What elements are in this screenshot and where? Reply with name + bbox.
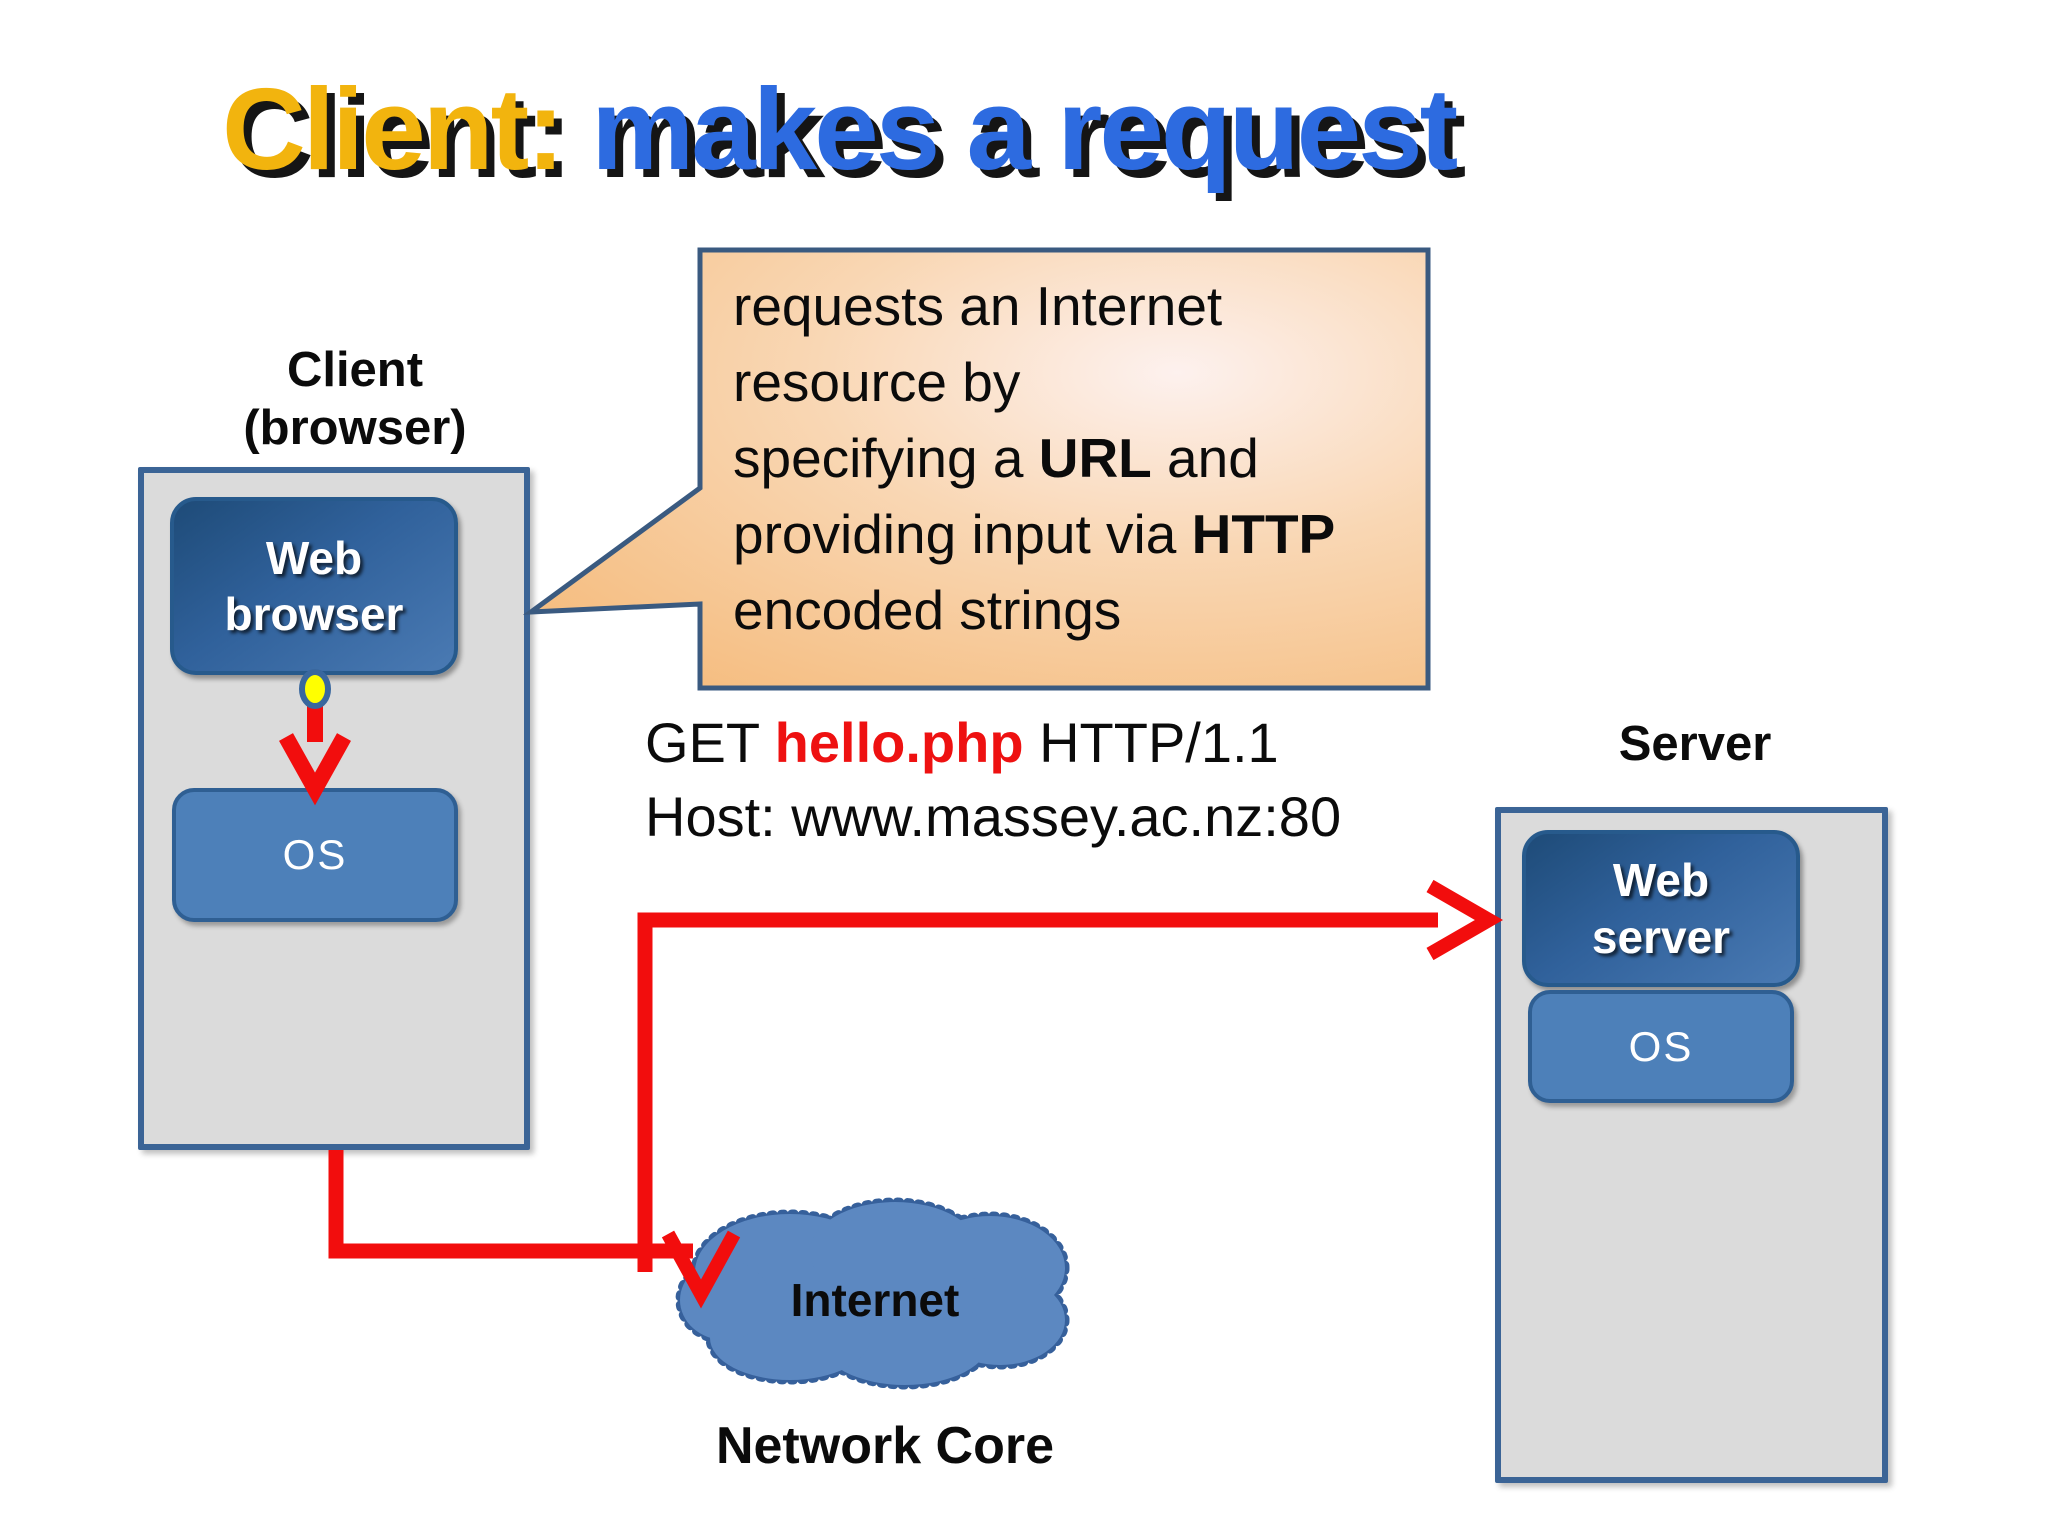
server-label: Server: [1618, 717, 1772, 771]
internet-label: Internet: [790, 1274, 960, 1326]
client-os-box: OS: [172, 788, 458, 922]
bubble-line: resource by: [733, 351, 1021, 413]
bubble-line: specifying a URL and: [733, 427, 1259, 489]
client-label: Client (browser): [243, 343, 467, 455]
arrow-internet-to-server: [637, 912, 1438, 1272]
arrowhead-right-icon: [1426, 879, 1504, 961]
web-browser-label: Web browser: [224, 531, 404, 640]
server-os-label: OS: [1628, 1022, 1694, 1070]
arrow-client-to-internet: [328, 1150, 693, 1259]
title-request-part: makes a request: [561, 64, 1458, 194]
requested-file: hello.php: [774, 711, 1024, 774]
request-host-line: Host: www.massey.ac.nz:80: [645, 785, 1342, 848]
web-browser-box: Web browser: [170, 497, 458, 675]
web-server-label: Web server: [1591, 854, 1731, 963]
slide-title: Client: makes a request: [222, 64, 1922, 194]
http-request-text: GET hello.php HTTP/1.1 Host: www.massey.…: [645, 706, 1405, 854]
bubble-line: providing input via HTTP: [733, 503, 1336, 565]
client-os-label: OS: [282, 831, 348, 878]
title-client-part: Client:: [222, 64, 565, 194]
network-core-label: Network Core: [715, 1417, 1055, 1475]
speech-bubble-text: requests an Internet resource by specify…: [733, 268, 1433, 648]
bubble-line: requests an Internet: [733, 275, 1223, 337]
web-server-box: Web server: [1522, 830, 1800, 987]
bubble-line: encoded strings: [733, 579, 1122, 641]
request-get-line: GET hello.php HTTP/1.1: [645, 711, 1279, 774]
server-os-box: OS: [1528, 990, 1794, 1103]
